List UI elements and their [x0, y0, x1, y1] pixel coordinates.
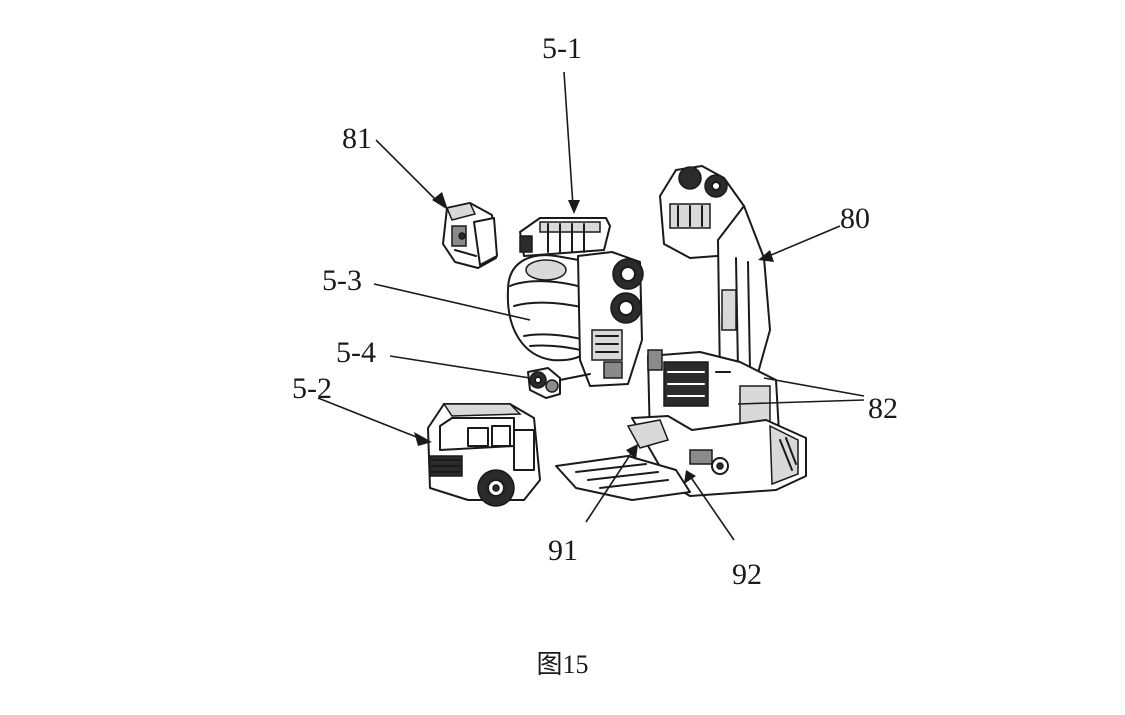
label-5-4: 5-4 — [336, 336, 376, 369]
part-5-1-top-frame — [519, 217, 611, 257]
label-82: 82 — [868, 392, 898, 425]
label-80: 80 — [840, 202, 870, 235]
part-80-tower — [659, 165, 771, 381]
figure-caption: 图15 — [536, 650, 589, 679]
part-5-1-chassis — [577, 251, 644, 387]
label-81: 81 — [342, 122, 372, 155]
label-91: 91 — [548, 534, 578, 567]
label-92: 92 — [732, 558, 762, 591]
part-5-4-connector — [527, 367, 591, 399]
label-5-1: 5-1 — [542, 32, 582, 65]
part-81 — [442, 202, 498, 269]
part-5-2-truck-cab — [427, 403, 541, 507]
part-91-tray — [555, 419, 691, 501]
label-5-3: 5-3 — [322, 264, 362, 297]
leader-lines — [317, 71, 865, 541]
label-5-2: 5-2 — [292, 372, 332, 405]
